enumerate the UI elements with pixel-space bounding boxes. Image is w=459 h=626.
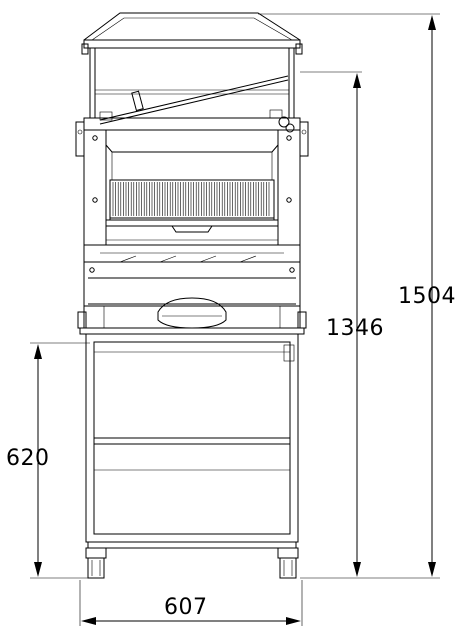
dimension-body-height	[300, 71, 362, 577]
push-lever	[99, 75, 295, 133]
middle-frame	[83, 244, 301, 310]
bread-slicer-machine	[75, 12, 309, 579]
body-height-label: 1346	[326, 316, 384, 341]
caster-left	[85, 547, 107, 579]
width-label: 607	[164, 595, 208, 620]
caster-right	[277, 547, 299, 579]
top-lid	[81, 12, 303, 118]
dimension-stand-height	[30, 342, 90, 579]
dimension-width	[79, 580, 303, 626]
total-height-label: 1504	[398, 284, 456, 309]
dimension-total-height	[258, 13, 440, 579]
stand-cabinet	[85, 333, 299, 549]
bag-holder	[77, 297, 307, 335]
stand-height-label: 620	[6, 446, 50, 471]
blade-assembly	[105, 179, 279, 246]
upper-frame	[75, 117, 309, 262]
